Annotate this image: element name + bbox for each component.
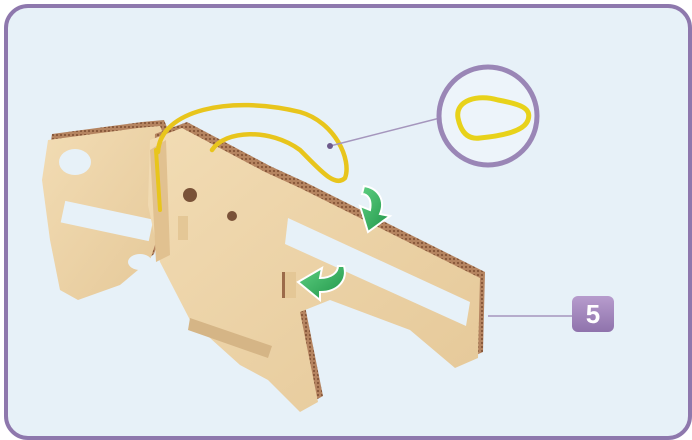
- callout-dot: [327, 143, 333, 149]
- step-number-badge: 5: [572, 296, 614, 332]
- panel-hole: [128, 254, 152, 270]
- frame-groove: [188, 318, 272, 358]
- rubber-band-zoom: [436, 64, 540, 168]
- callout-line: [329, 117, 441, 147]
- frame-hole: [227, 211, 237, 221]
- rubber-band: [154, 102, 349, 212]
- curved-arrow-icon: [296, 265, 346, 303]
- wooden-frame-panel: [148, 122, 485, 412]
- panel-slot: [60, 200, 154, 242]
- wooden-side-panel-left: [42, 120, 172, 300]
- panel-hole: [59, 149, 91, 175]
- frame-hole: [183, 188, 197, 202]
- frame-slot: [285, 218, 470, 326]
- curved-arrow-icon: [358, 184, 393, 234]
- frame-tabs: [178, 216, 296, 298]
- rubber-band-icon: [455, 95, 532, 141]
